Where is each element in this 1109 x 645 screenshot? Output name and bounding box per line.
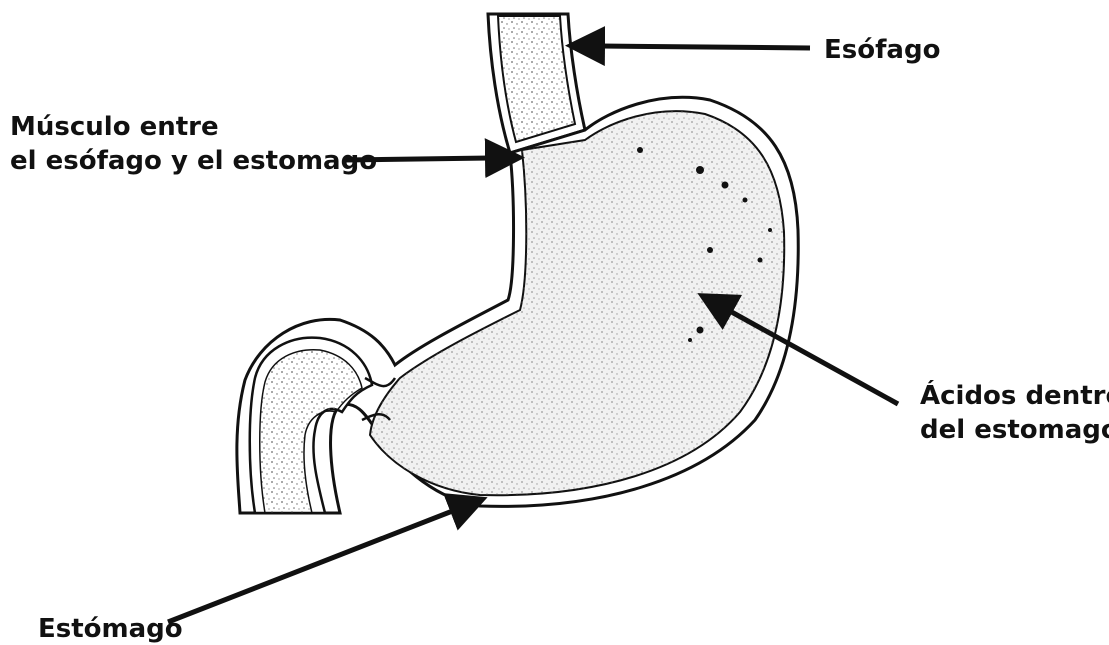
label-acids-line2: del estomago <box>920 414 1109 446</box>
label-sphincter-line1: Músculo entre <box>10 111 219 143</box>
arrow-esophagus <box>600 46 810 48</box>
label-acids-line1: Ácidos dentro <box>920 380 1109 412</box>
label-esophagus: Esófago <box>824 34 940 66</box>
label-sphincter-line2: el esófago y el estomago <box>10 145 377 177</box>
label-stomach: Estómago <box>38 613 183 645</box>
duodenum <box>250 338 372 513</box>
arrow-stomach <box>168 510 455 622</box>
esophagus-tube <box>488 14 585 153</box>
